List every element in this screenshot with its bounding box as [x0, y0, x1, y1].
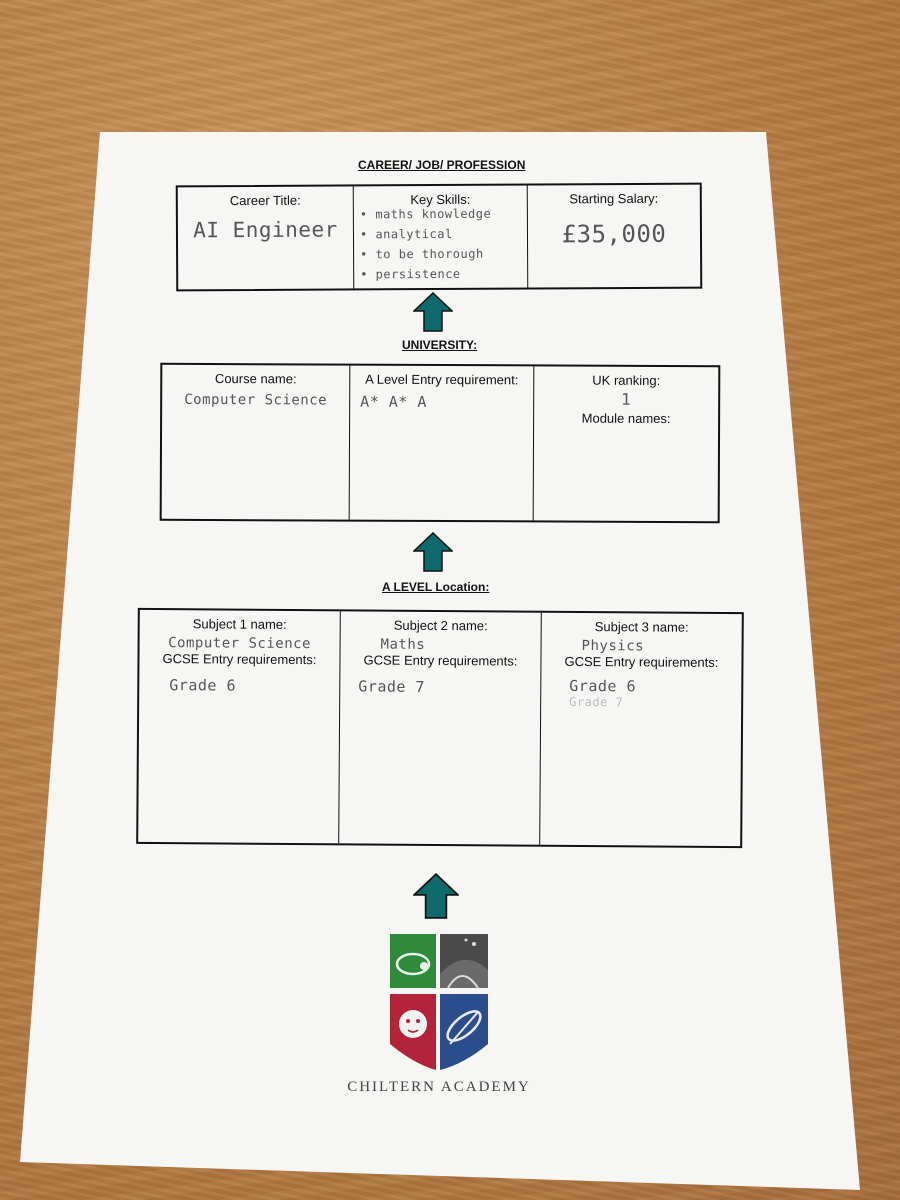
subject-3-gcse-label: GCSE Entry requirements: — [564, 653, 719, 670]
alevel-table: Subject 1 name: Computer Science GCSE En… — [136, 607, 744, 849]
subject-3-label: Subject 3 name: — [594, 619, 689, 635]
arrow-up-icon — [413, 872, 459, 919]
subject-3-grade-faint: Grade 7 — [569, 694, 624, 710]
skill-item: • persistence — [360, 266, 461, 282]
module-names-label: Module names: — [581, 410, 671, 427]
course-name-cell: Course name: Computer Science — [161, 364, 351, 520]
alevel-heading: A LEVEL Location: — [382, 580, 490, 594]
arrow-up-icon — [413, 532, 453, 572]
career-title-cell: Career Title: AI Engineer — [177, 186, 355, 290]
academy-name: CHILTERN ACADEMY — [347, 1079, 531, 1095]
starting-salary-cell: Starting Salary: £35,000 — [528, 185, 701, 288]
university-heading: UNIVERSITY: — [402, 338, 478, 352]
career-title-value: AI Engineer — [193, 217, 338, 243]
subject-2-name: Maths — [380, 636, 426, 653]
skill-item: • to be thorough — [360, 246, 484, 262]
subject-2-label: Subject 2 name: — [393, 617, 488, 634]
starting-salary-value: £35,000 — [561, 219, 667, 249]
university-table: Course name: Computer Science A Level En… — [159, 362, 721, 524]
uk-ranking-label: UK ranking: — [592, 372, 661, 388]
subject-2-grade: Grade 7 — [358, 677, 426, 696]
subject-1-gcse-label: GCSE Entry requirements: — [162, 651, 317, 668]
starting-salary-label: Starting Salary: — [569, 190, 659, 207]
skill-item: • maths knowledge — [359, 206, 492, 222]
entry-requirement-value: A* A* A — [360, 392, 427, 411]
uk-ranking-cell: UK ranking: 1 Module names: — [534, 366, 719, 521]
subject-3-cell: Subject 3 name: Physics GCSE Entry requi… — [540, 613, 742, 846]
subject-2-cell: Subject 2 name: Maths GCSE Entry require… — [339, 611, 542, 845]
career-title-label: Career Title: — [229, 192, 301, 209]
career-table: Career Title: AI Engineer Key Skills: • … — [175, 182, 703, 292]
subject-1-name: Computer Science — [168, 635, 312, 653]
subject-3-name: Physics — [581, 637, 645, 655]
arrow-up-icon — [413, 292, 453, 332]
entry-requirement-label: A Level Entry requirement: — [365, 371, 519, 388]
subject-3-grade: Grade 6 — [569, 676, 637, 696]
key-skills-list: • maths knowledge • analytical • to be t… — [354, 207, 527, 288]
course-name-value: Computer Science — [184, 391, 328, 409]
course-name-label: Course name: — [214, 371, 297, 387]
academy-crest-icon — [390, 934, 488, 1070]
subject-1-cell: Subject 1 name: Computer Science GCSE En… — [138, 609, 341, 844]
subject-1-label: Subject 1 name: — [192, 616, 287, 632]
uk-ranking-value: 1 — [621, 389, 632, 409]
subject-1-grade: Grade 6 — [169, 676, 237, 695]
subject-2-gcse-label: GCSE Entry requirements: — [363, 652, 518, 669]
key-skills-cell: Key Skills: • maths knowledge • analytic… — [353, 185, 529, 289]
skill-item: • analytical — [359, 226, 453, 242]
entry-requirement-cell: A Level Entry requirement: A* A* A — [349, 365, 535, 521]
key-skills-label: Key Skills: — [410, 191, 471, 208]
career-heading: CAREER/ JOB/ PROFESSION — [358, 158, 526, 172]
